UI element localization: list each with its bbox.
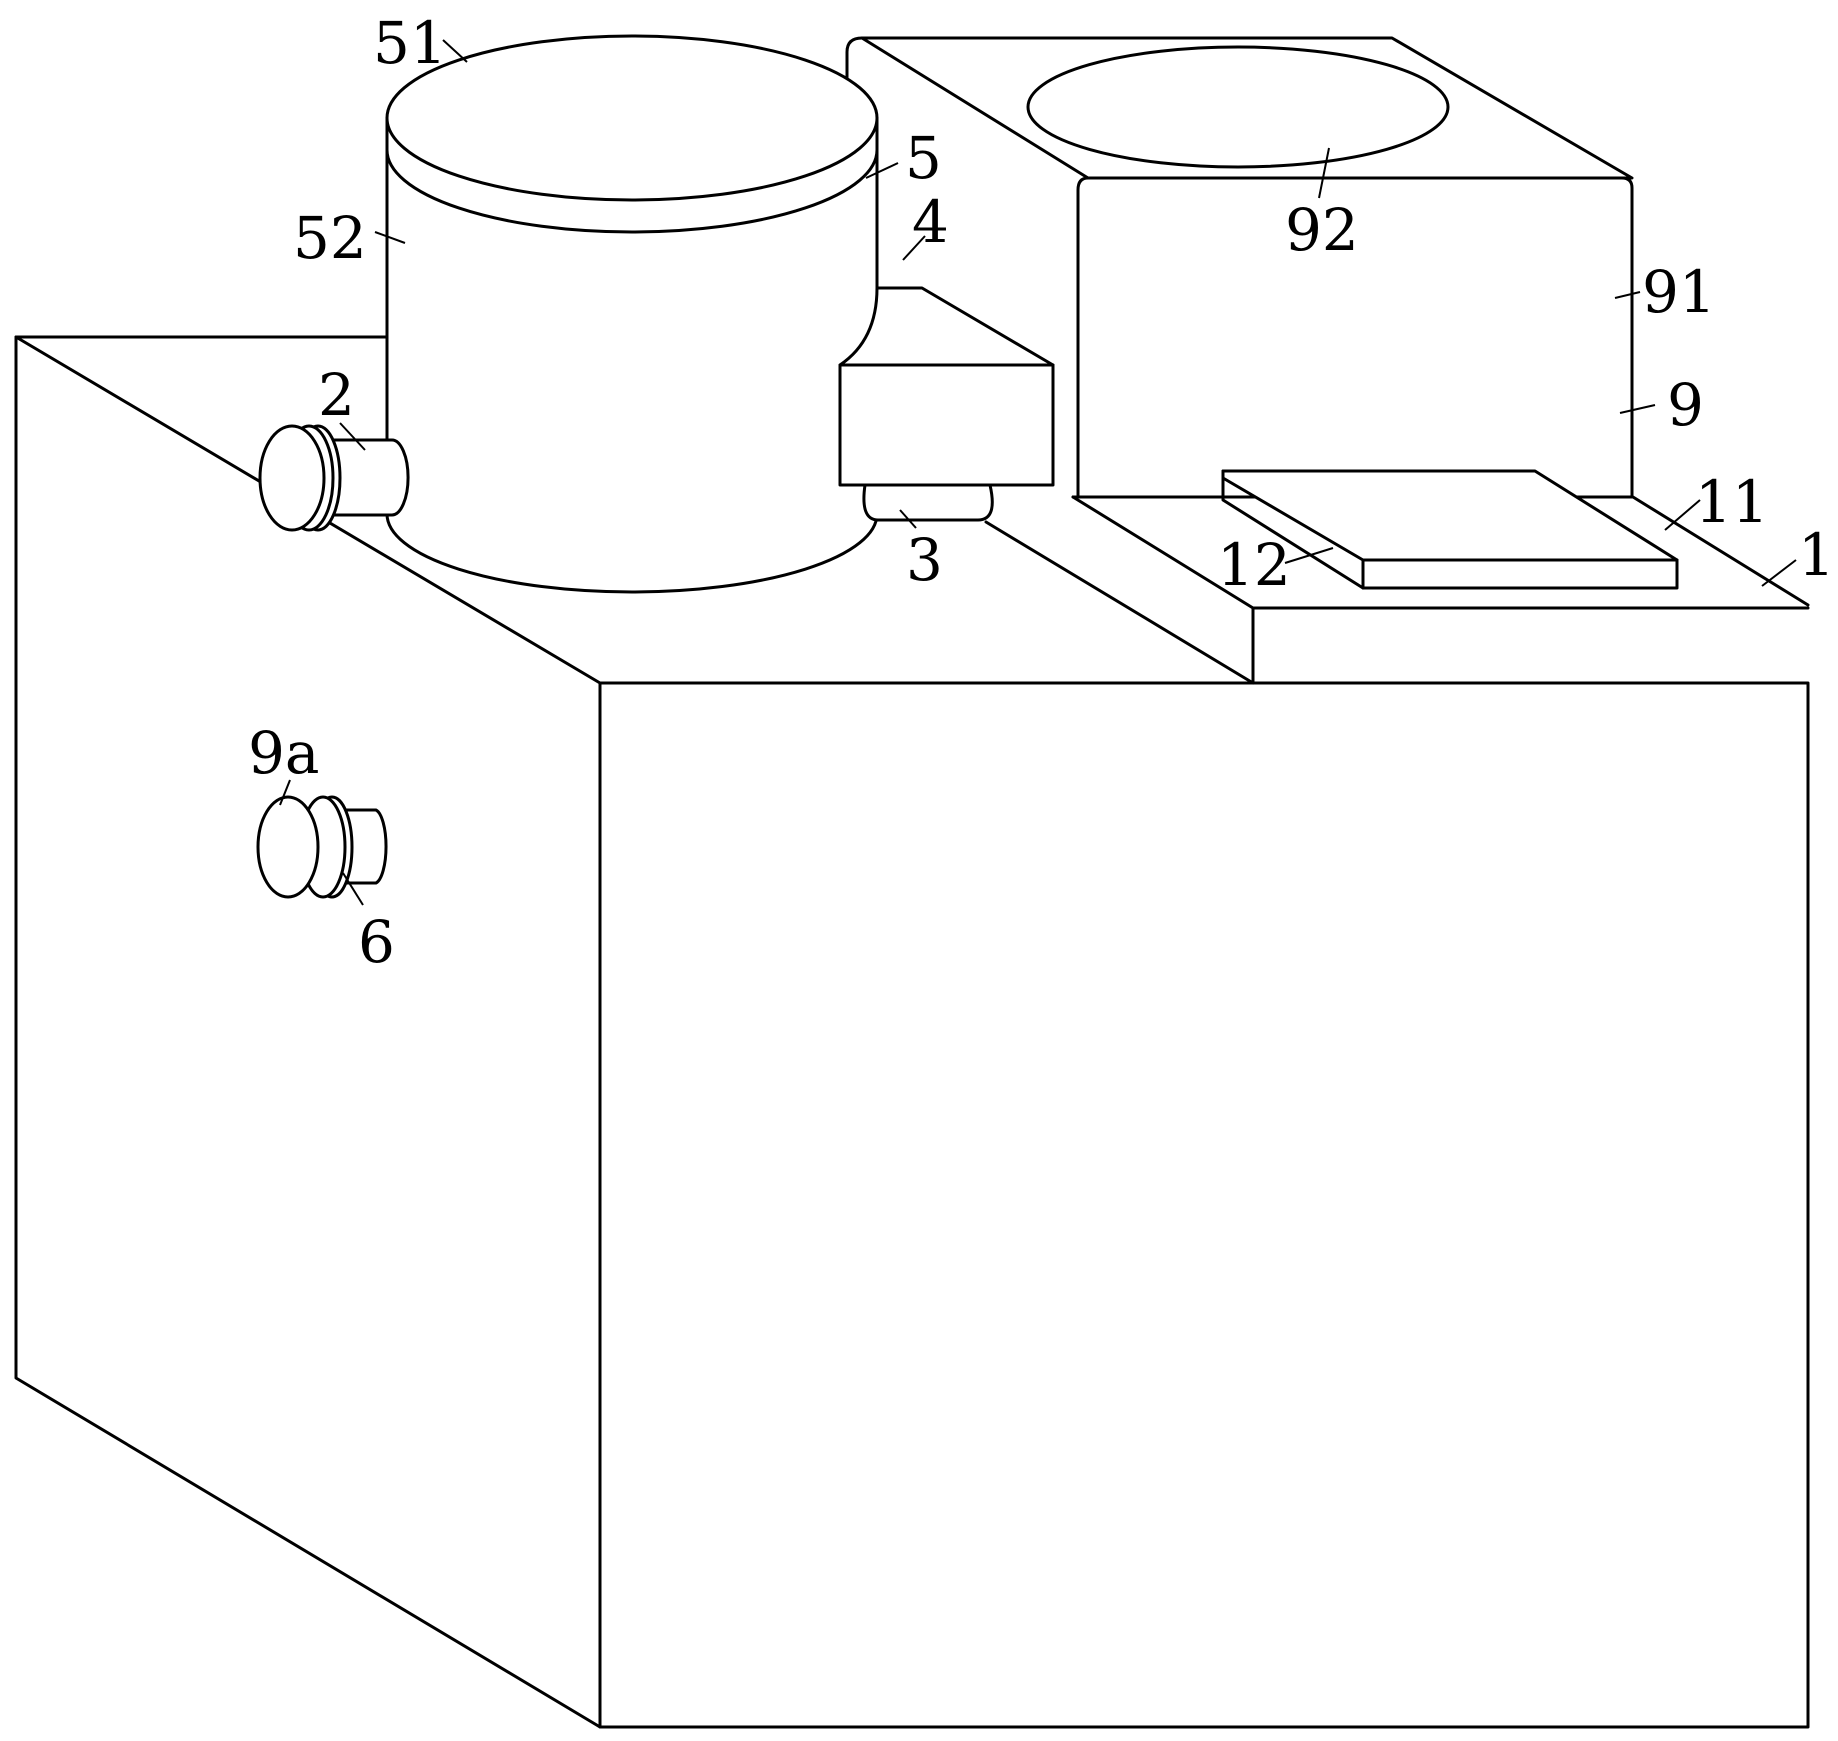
leader-9 (1619, 404, 1656, 414)
tank-lid-top (385, 34, 879, 202)
leader-2 (339, 422, 366, 451)
plate (1221, 469, 1679, 590)
inlet-knob (258, 424, 410, 532)
drain-knob (256, 795, 388, 899)
tank (385, 34, 879, 594)
connector (838, 286, 1055, 522)
label-9: 9 (1667, 371, 1704, 439)
box-step-slope-upper (1071, 495, 1255, 610)
box-left-face (14, 335, 602, 1729)
leader-9a (279, 779, 291, 806)
rear-block-left-edge (845, 36, 864, 82)
label-51: 51 (373, 9, 447, 77)
leader-51 (442, 39, 468, 63)
label-91: 91 (1642, 258, 1716, 326)
leader-92 (1318, 147, 1330, 199)
leader-91 (1614, 291, 1641, 299)
label-52: 52 (293, 204, 367, 272)
label-3: 3 (906, 526, 943, 594)
rear-block (845, 36, 1634, 499)
outlet-nozzle (862, 483, 994, 522)
label-9a: 9a (248, 719, 319, 787)
connector-front (838, 363, 1055, 487)
label-5: 5 (905, 124, 942, 192)
label-12: 12 (1217, 531, 1291, 599)
label-4: 4 (912, 188, 949, 256)
inlet-knob-stem (318, 438, 410, 517)
rear-block-top-opening (1026, 45, 1450, 169)
inlet-knob-ring-1 (258, 424, 326, 532)
leader-5 (865, 162, 899, 179)
drain-knob-ring-1 (256, 795, 320, 899)
leader-3 (899, 509, 917, 529)
plate-left (1221, 469, 1365, 590)
leader-1 (1761, 559, 1797, 587)
tank-body (385, 125, 879, 594)
label-92: 92 (1285, 196, 1359, 264)
leader-4 (902, 235, 926, 261)
leader-6 (342, 872, 364, 906)
leader-52 (374, 231, 406, 244)
label-1: 1 (1798, 521, 1835, 589)
box-front-face (598, 681, 1810, 1729)
leader-lines (279, 39, 1797, 906)
leader-11 (1664, 499, 1701, 531)
label-6: 6 (358, 908, 395, 976)
label-11: 11 (1695, 468, 1769, 536)
box-step-slope (984, 520, 1255, 685)
rear-block-front (1076, 176, 1634, 499)
box-step-front (598, 606, 1810, 685)
leader-12 (1284, 547, 1334, 564)
reference-labels: 51 5 52 4 92 91 9 2 3 11 1 12 9a 6 (248, 9, 1835, 976)
plate-front (1361, 558, 1679, 590)
label-2: 2 (318, 361, 355, 429)
